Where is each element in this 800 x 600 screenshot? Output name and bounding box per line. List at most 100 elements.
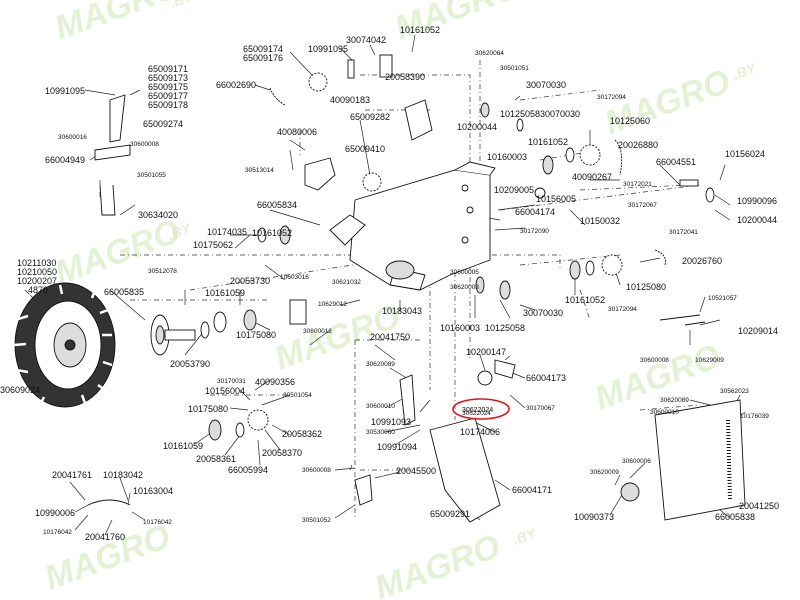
watermark: MAGRO — [590, 337, 725, 417]
watermark: MAGRO — [50, 0, 185, 48]
part-label: 30600008 — [130, 141, 159, 148]
part-label: 10160003 — [440, 323, 480, 333]
watermark: MAGRO — [390, 0, 525, 48]
part-label: 65009274 — [143, 119, 183, 129]
part-label: 30172094 — [597, 94, 626, 101]
part-label: 10991093 — [371, 417, 411, 427]
part-label: 10200044 — [457, 122, 497, 132]
watermark-suffix: .BY — [731, 59, 760, 83]
part-label: 30600005 — [450, 269, 479, 276]
part-label: 10125058 — [500, 109, 540, 119]
part-label: 10176039 — [740, 413, 769, 420]
wheel-tire — [13, 282, 116, 408]
part-label: 30609024 — [0, 385, 40, 395]
part-label: 20026880 — [618, 140, 658, 150]
part-label: 4870 — [28, 285, 48, 295]
part-label: 10161052 — [400, 25, 440, 35]
part-label: 65009174 — [243, 44, 283, 54]
part-label: 30070030 — [540, 109, 580, 119]
part-label: 40080006 — [277, 127, 317, 137]
part-label: 10175080 — [188, 404, 228, 414]
part-label: 30074042 — [346, 35, 386, 45]
part-label: 30600010 — [366, 403, 395, 410]
part-label: 40090183 — [330, 95, 370, 105]
part-label: 30512078 — [148, 268, 177, 275]
part-label: 20041760 — [85, 532, 125, 542]
part-label: 10991094 — [377, 442, 417, 452]
part-label: 30172090 — [520, 228, 549, 235]
part-label: 65009173 — [148, 73, 188, 83]
watermark-suffix: .BY — [168, 0, 197, 11]
part-label: 30622024 — [462, 410, 491, 417]
chains — [269, 87, 666, 266]
part-label: 10183042 — [103, 470, 143, 480]
part-label: 10163004 — [133, 486, 173, 496]
part-label: 10161052 — [528, 137, 568, 147]
highlighted-part[interactable]: 30622024 — [452, 398, 510, 420]
part-label: 20041761 — [52, 470, 92, 480]
part-label: 30501051 — [500, 65, 529, 72]
part-label: 10161052 — [565, 295, 605, 305]
part-label: 66005994 — [228, 465, 268, 475]
part-label: 20058361 — [196, 454, 236, 464]
part-label: 30172094 — [608, 306, 637, 313]
part-label: 10125060 — [610, 116, 650, 126]
part-label: 65009282 — [350, 112, 390, 122]
part-label: 10125080 — [626, 282, 666, 292]
part-label: 10209005 — [494, 185, 534, 195]
part-label: 10160003 — [487, 152, 527, 162]
part-label: 20041750 — [370, 332, 410, 342]
part-label: 10090373 — [574, 512, 614, 522]
part-label: 66004171 — [512, 485, 552, 495]
part-label: 10175080 — [236, 330, 276, 340]
part-label: 66002690 — [216, 80, 256, 90]
part-label: 20058370 — [262, 448, 302, 458]
part-label: 66004173 — [526, 373, 566, 383]
part-label: 10211030 — [17, 258, 56, 268]
label-group: 65009174 65009176 10991095 30074042 1016… — [0, 25, 779, 542]
part-label: 10209014 — [738, 326, 778, 336]
part-label: 30070030 — [526, 80, 566, 90]
part-label: 10125058 — [485, 323, 525, 333]
part-label: 66005838 — [715, 512, 755, 522]
part-label: 30620089 — [366, 361, 395, 368]
watermark: MAGRO — [50, 212, 185, 292]
part-label: 30172041 — [669, 229, 698, 236]
gearbox-frame — [329, 161, 496, 291]
part-label: 30501054 — [283, 392, 312, 399]
part-label: 10174006 — [460, 427, 500, 437]
part-label: 66004949 — [45, 155, 85, 165]
part-label: 30600016 — [58, 134, 87, 141]
part-label: 10161052 — [252, 228, 292, 238]
part-label: 10200147 — [466, 347, 506, 357]
part-label: 66005835 — [104, 287, 144, 297]
part-label: 30600008 — [640, 357, 669, 364]
part-label: 30562023 — [720, 388, 749, 395]
part-label: 10990006 — [35, 508, 75, 518]
part-label: 10210050 — [17, 267, 57, 277]
bolts — [184, 54, 699, 471]
hub — [150, 299, 307, 356]
part-label: 10174035 — [207, 227, 247, 237]
part-label: 65009177 — [148, 91, 188, 101]
part-label: 30070030 — [523, 308, 563, 318]
part-label: 65009175 — [148, 82, 188, 92]
part-label: 20053790 — [170, 359, 210, 369]
part-label: 10175062 — [193, 240, 233, 250]
part-label: 66004551 — [656, 157, 696, 167]
part-label: 65009410 — [345, 144, 385, 154]
part-label: 20058362 — [282, 429, 322, 439]
part-label: 10161059 — [163, 441, 203, 451]
part-label: 10991095 — [45, 86, 85, 96]
part-label: 30621032 — [332, 279, 361, 286]
part-label: 30501052 — [302, 517, 331, 524]
part-label: 30620064 — [475, 50, 504, 57]
part-label: 65009171 — [148, 64, 188, 74]
part-label: 20026760 — [682, 256, 722, 266]
part-label: 66005834 — [257, 200, 297, 210]
part-label: 30170031 — [217, 378, 246, 385]
part-label: 30172067 — [628, 202, 657, 209]
part-label: 20045500 — [396, 466, 436, 476]
part-label: 10156004 — [205, 386, 245, 396]
